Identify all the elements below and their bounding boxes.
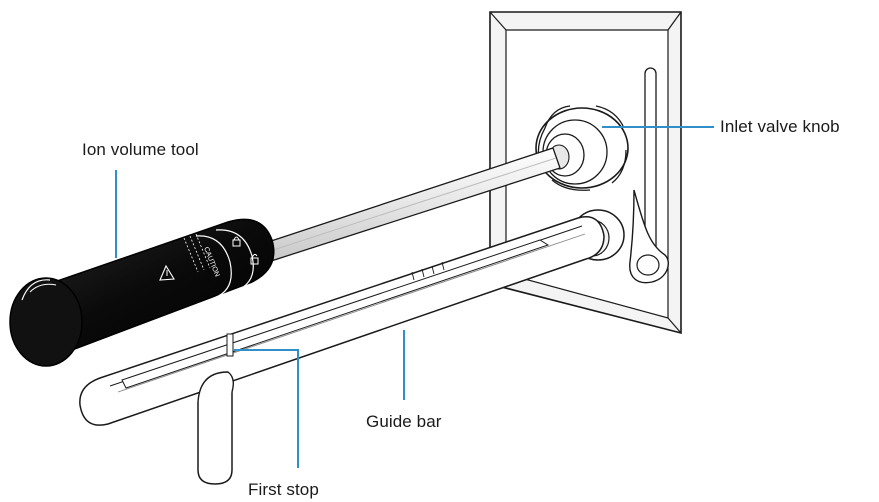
- lock-icon: [232, 236, 241, 247]
- guide-bar-handle: [197, 371, 235, 485]
- first-stop-label: First stop: [248, 480, 319, 499]
- first-stop-marker: [226, 333, 234, 357]
- callout-leaders: [115, 126, 714, 468]
- ion-volume-tool-label: Ion volume tool: [82, 140, 199, 159]
- guide-bar-label: Guide bar: [366, 412, 442, 431]
- leader-first-stop: [233, 349, 299, 468]
- inlet-valve-knob-label: Inlet valve knob: [720, 117, 840, 136]
- ion-volume-tool-body: CAUTION: [9, 218, 275, 367]
- unlock-icon: [250, 253, 259, 265]
